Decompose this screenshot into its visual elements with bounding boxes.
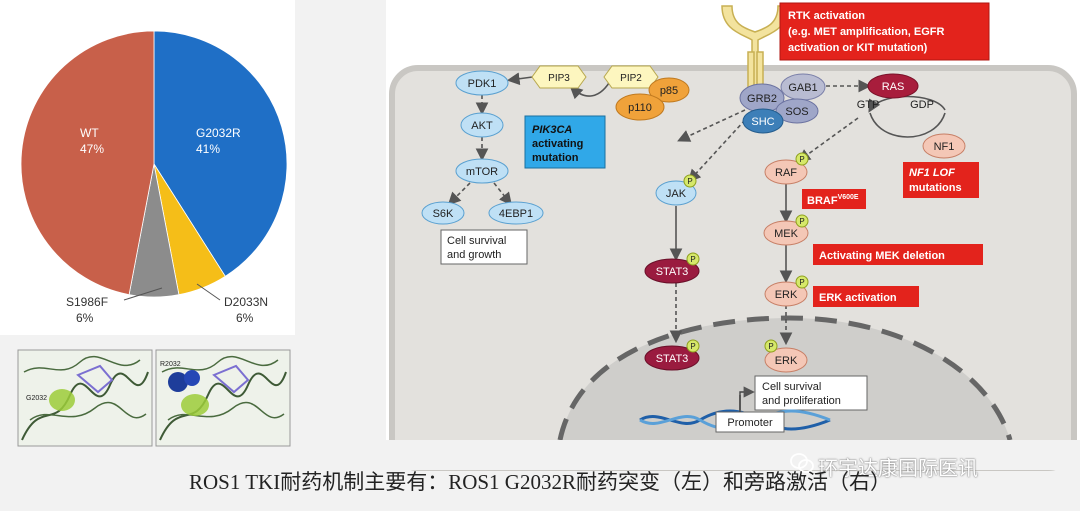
pip2-label: PIP2 — [620, 73, 642, 84]
phospho-jak: P — [687, 177, 692, 186]
nf1-lof-line1: NF1 LOF — [909, 167, 955, 179]
receptor-icon — [721, 5, 789, 97]
ras-node — [867, 73, 919, 99]
gab1-label: GAB1 — [788, 82, 817, 94]
rtk-line3: activation or KIT mutation) — [788, 42, 928, 54]
4ebp1-label: 4EBP1 — [499, 208, 533, 220]
pik3ca-line3: mutation — [532, 152, 579, 164]
nf1-node — [922, 133, 966, 159]
ras-label: RAS — [882, 81, 905, 93]
braf-box — [802, 189, 866, 209]
phosphate-markers: P P P P P P P — [683, 152, 809, 353]
phospho-stat3-nuc: P — [690, 342, 695, 351]
jak-node — [655, 180, 697, 206]
jak-label: JAK — [666, 188, 687, 200]
wechat-icon — [790, 453, 814, 473]
cell-proliferation-box — [754, 375, 868, 411]
phospho-erk-nuc: P — [768, 342, 773, 351]
slice-label-d2033n: D2033N — [224, 295, 268, 309]
pie-labels: G2032R 41% WT 47% D2033N 6% S1986F 6% — [66, 126, 268, 325]
rtk-line1: RTK activation — [788, 10, 865, 22]
s6k-node — [421, 201, 465, 225]
pie-chart — [20, 30, 288, 298]
gtp-label: GTP — [857, 99, 880, 111]
promoter-box — [715, 411, 785, 433]
cell-growth-line2: and growth — [447, 249, 501, 261]
structure-left-label: G2032 — [26, 395, 47, 402]
p110-node — [615, 93, 665, 121]
nuclear-envelope — [557, 315, 1013, 441]
pip3-node — [531, 65, 587, 89]
erk-label: ERK — [775, 289, 798, 301]
p85-node — [648, 77, 690, 103]
promoter-label: Promoter — [727, 417, 773, 429]
akt-label: AKT — [471, 120, 493, 132]
akt-node — [460, 112, 504, 138]
rtk-activation-box — [779, 2, 990, 61]
structure-left: G2032 — [17, 349, 153, 447]
mtor-label: mTOR — [466, 166, 498, 178]
sos-label: SOS — [785, 106, 808, 118]
slice-percent-wt: 47% — [80, 142, 104, 156]
cell-prolif-line2: and proliferation — [762, 395, 841, 407]
grb2-label: GRB2 — [747, 93, 777, 105]
pip3-label: PIP3 — [548, 73, 570, 84]
gdp-label: GDP — [910, 99, 934, 111]
p110-label: p110 — [628, 102, 652, 114]
pik3ca-line2: activating — [532, 138, 583, 150]
slice-label-s1986f: S1986F — [66, 295, 108, 309]
figure-caption: ROS1 TKI耐药机制主要有：ROS1 G2032R耐药突变（左）和旁路激活（… — [189, 470, 891, 494]
phospho-raf: P — [799, 155, 804, 164]
phospho-erk: P — [799, 278, 804, 287]
phospho-stat3: P — [690, 255, 695, 264]
nf1-lof-line2: mutations — [909, 182, 962, 194]
structure-right-label: R2032 — [160, 361, 181, 368]
shc-label: SHC — [751, 116, 774, 128]
stat3-nuclear-label: STAT3 — [656, 353, 689, 365]
cell-growth-box — [440, 229, 528, 265]
rtk-line2: (e.g. MET amplification, EGFR — [788, 26, 945, 38]
pdk1-node — [455, 70, 509, 96]
pik3ca-box — [524, 115, 606, 169]
mtor-node — [455, 158, 509, 184]
nf1-lof-box — [903, 162, 979, 198]
mek-deletion-box — [813, 244, 983, 265]
sos-node — [775, 98, 819, 124]
4ebp1-node — [488, 201, 544, 225]
erk-nuclear-node — [764, 347, 808, 373]
cell-prolif-line1: Cell survival — [762, 381, 821, 393]
stat3-node — [644, 258, 700, 284]
slice-percent-g2032r: 41% — [196, 142, 220, 156]
watermark: 环宇达康国际医讯 — [818, 456, 978, 480]
erk-activation-box — [813, 286, 919, 307]
stat3-nuclear-node — [644, 345, 700, 371]
erk-activation-label: ERK activation — [819, 292, 897, 304]
pie-slice-wt — [20, 30, 155, 296]
pie-slice-g2032r — [153, 30, 288, 277]
slice-percent-s1986f: 6% — [76, 311, 94, 325]
raf-node — [764, 159, 808, 185]
mek-label: MEK — [774, 228, 799, 240]
slice-label-wt: WT — [80, 126, 99, 140]
braf-label: BRAFV600E — [807, 194, 859, 207]
cell-growth-line1: Cell survival — [447, 235, 506, 247]
pik3ca-line1: PIK3CA — [532, 124, 572, 136]
structure-right: R2032 — [155, 349, 291, 447]
s6k-label: S6K — [433, 208, 454, 220]
erk-nuclear-label: ERK — [775, 355, 798, 367]
nf1-label: NF1 — [934, 141, 955, 153]
shc-node — [742, 108, 784, 134]
phospho-mek: P — [799, 217, 804, 226]
p85-label: p85 — [660, 85, 678, 97]
mek-deletion-label: Activating MEK deletion — [819, 250, 945, 262]
slice-percent-d2033n: 6% — [236, 311, 254, 325]
erk-node — [764, 281, 808, 307]
raf-label: RAF — [775, 167, 797, 179]
slice-label-g2032r: G2032R — [196, 126, 241, 140]
mek-node — [763, 220, 809, 246]
pdk1-label: PDK1 — [468, 78, 497, 90]
pie-leader-lines — [123, 283, 221, 301]
stat3-label: STAT3 — [656, 266, 689, 278]
